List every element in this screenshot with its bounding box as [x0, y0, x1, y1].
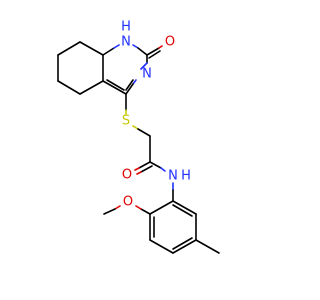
bond — [160, 167, 166, 172]
bond — [135, 205, 142, 210]
bond — [137, 128, 151, 137]
atom-s: S — [122, 114, 130, 129]
bond — [149, 239, 174, 254]
bond — [158, 45, 163, 49]
bond — [132, 44, 139, 49]
bond — [132, 125, 139, 130]
bond — [79, 41, 104, 56]
bond — [172, 200, 197, 215]
bond — [146, 47, 160, 56]
bond — [148, 50, 161, 59]
bond — [132, 79, 137, 85]
bond — [57, 80, 81, 95]
bond — [172, 237, 193, 250]
bond — [172, 239, 197, 254]
bond — [113, 44, 120, 49]
bond — [125, 83, 134, 95]
bond — [140, 165, 153, 173]
bond — [114, 205, 121, 210]
atom-o-methoxy: O — [123, 195, 133, 210]
atom-labels: H N O N S O N H O — [121, 20, 191, 210]
bond — [195, 239, 220, 254]
atom-nh-amide: N — [168, 169, 178, 184]
atom-nh-amide-h: H — [181, 169, 191, 184]
bond — [172, 204, 193, 217]
bond — [102, 80, 127, 95]
bond — [149, 161, 162, 169]
bond — [57, 41, 81, 56]
bond — [140, 62, 148, 70]
bond — [149, 200, 174, 215]
bond — [140, 208, 151, 215]
bond — [106, 79, 125, 91]
atom-n-ring: N — [142, 67, 152, 82]
bonds — [57, 41, 220, 254]
molecule-structure: H N O N S O N H O — [57, 20, 220, 254]
atom-o-ring: O — [165, 35, 175, 50]
bond — [136, 171, 142, 175]
bond — [125, 79, 134, 91]
atom-o-amide: O — [122, 168, 132, 183]
atom-nh-top: N — [121, 35, 131, 50]
bond — [137, 47, 148, 56]
atom-nh-top-h: H — [121, 20, 131, 35]
bond — [103, 208, 116, 215]
bond — [138, 161, 151, 169]
bond — [134, 167, 140, 171]
bond — [79, 80, 104, 95]
bond — [102, 47, 115, 56]
